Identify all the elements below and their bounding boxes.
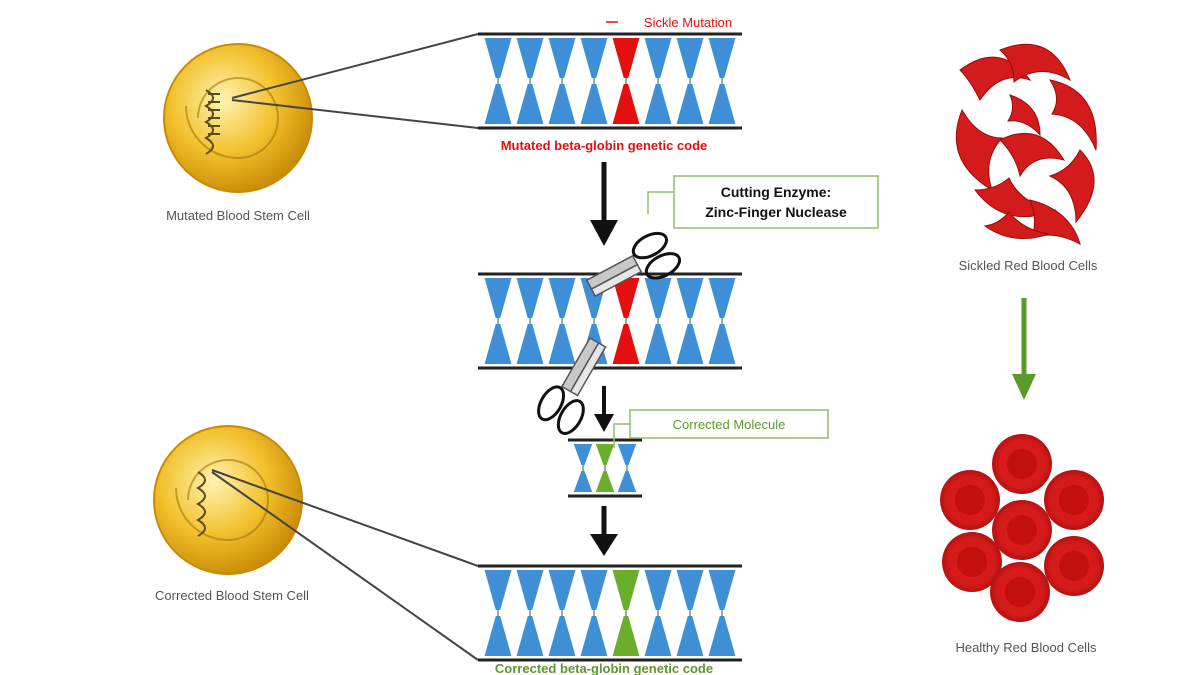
base-pair — [617, 471, 637, 492]
zoom-lines-top — [231, 33, 479, 129]
base-pair — [708, 324, 736, 364]
base-pair — [516, 324, 544, 364]
base-pair — [516, 84, 544, 124]
corrected-molecule-label: Corrected Molecule — [673, 417, 786, 432]
base-pair-special — [612, 570, 640, 610]
corrected-stem-cell — [153, 425, 303, 575]
base-pair — [644, 616, 672, 656]
base-pair — [548, 278, 576, 318]
cutting-enzyme-line1: Cutting Enzyme: — [721, 184, 831, 200]
base-pair — [708, 616, 736, 656]
mutated-code-label: Mutated beta-globin genetic code — [501, 138, 708, 153]
cutting-enzyme-line2: Zinc-Finger Nuclease — [705, 204, 847, 220]
base-pair-special — [612, 38, 640, 78]
base-pair — [573, 444, 593, 465]
mutated-stem-cell — [163, 43, 313, 193]
rbc-icon — [940, 470, 1000, 530]
green-transition-arrow — [1012, 298, 1036, 400]
rbc-icon — [992, 434, 1052, 494]
dna-coil-icon — [208, 93, 220, 135]
corrected-molecule-callout: Corrected Molecule — [613, 409, 829, 448]
base-pair — [484, 324, 512, 364]
base-pair — [644, 84, 672, 124]
base-pair — [644, 570, 672, 610]
base-pair — [708, 38, 736, 78]
base-pair-special — [595, 444, 615, 465]
flow-arrow-3 — [590, 506, 618, 556]
dna-strand-corrected-molecule — [568, 438, 642, 498]
base-pair — [644, 38, 672, 78]
base-pair — [676, 278, 704, 318]
flow-arrow-1 — [590, 162, 618, 246]
flow-arrow-2 — [594, 386, 614, 432]
corrected-stem-cell-label: Corrected Blood Stem Cell — [155, 588, 309, 603]
sickled-red-blood-cells — [955, 43, 1097, 246]
base-pair — [484, 570, 512, 610]
base-pair — [484, 616, 512, 656]
base-pair — [708, 84, 736, 124]
base-pair — [516, 616, 544, 656]
rbc-icon — [1044, 470, 1104, 530]
base-pair — [548, 570, 576, 610]
base-pair-special — [612, 616, 640, 656]
base-pair-special — [612, 84, 640, 124]
rbc-icon — [992, 500, 1052, 560]
base-pair — [580, 38, 608, 78]
base-pair — [676, 84, 704, 124]
healthy-red-blood-cells — [940, 434, 1104, 622]
scissors-icon-top — [585, 231, 682, 298]
rbc-icon — [1044, 536, 1104, 596]
base-pair — [573, 471, 593, 492]
base-pair — [676, 324, 704, 364]
corrected-code-label: Corrected beta-globin genetic code — [495, 661, 713, 675]
base-pair — [676, 570, 704, 610]
base-pair — [548, 38, 576, 78]
base-pair — [516, 38, 544, 78]
scissors-icon-bottom — [537, 336, 607, 435]
base-pair — [644, 324, 672, 364]
base-pair — [548, 616, 576, 656]
base-pair — [580, 570, 608, 610]
zoom-lines-bottom — [211, 469, 479, 661]
base-pair — [516, 278, 544, 318]
base-pair — [708, 570, 736, 610]
base-pair — [580, 616, 608, 656]
base-pair — [708, 278, 736, 318]
dna-strand-mutated — [478, 32, 742, 130]
rbc-icon — [990, 562, 1050, 622]
base-pair — [617, 444, 637, 465]
dna-strand-cut — [478, 272, 742, 370]
sickled-rbc-label: Sickled Red Blood Cells — [959, 258, 1098, 273]
base-pair-special — [612, 324, 640, 364]
base-pair — [548, 324, 576, 364]
dna-coil-icon — [195, 471, 206, 537]
base-pair — [676, 38, 704, 78]
rbc-icon — [942, 532, 1002, 592]
base-pair — [516, 570, 544, 610]
base-pair-special — [612, 278, 640, 318]
sickle-mutation-label: Sickle Mutation — [644, 15, 732, 30]
dna-strand-corrected — [478, 564, 742, 662]
base-pair — [644, 278, 672, 318]
cutting-enzyme-callout: Cutting Enzyme: Zinc-Finger Nuclease — [647, 175, 879, 229]
base-pair — [676, 616, 704, 656]
mutated-stem-cell-label: Mutated Blood Stem Cell — [166, 208, 310, 223]
base-pair — [580, 84, 608, 124]
base-pair — [484, 84, 512, 124]
base-pair — [548, 84, 576, 124]
base-pair-special — [595, 471, 615, 492]
base-pair — [484, 38, 512, 78]
healthy-rbc-label: Healthy Red Blood Cells — [956, 640, 1097, 655]
base-pair — [484, 278, 512, 318]
